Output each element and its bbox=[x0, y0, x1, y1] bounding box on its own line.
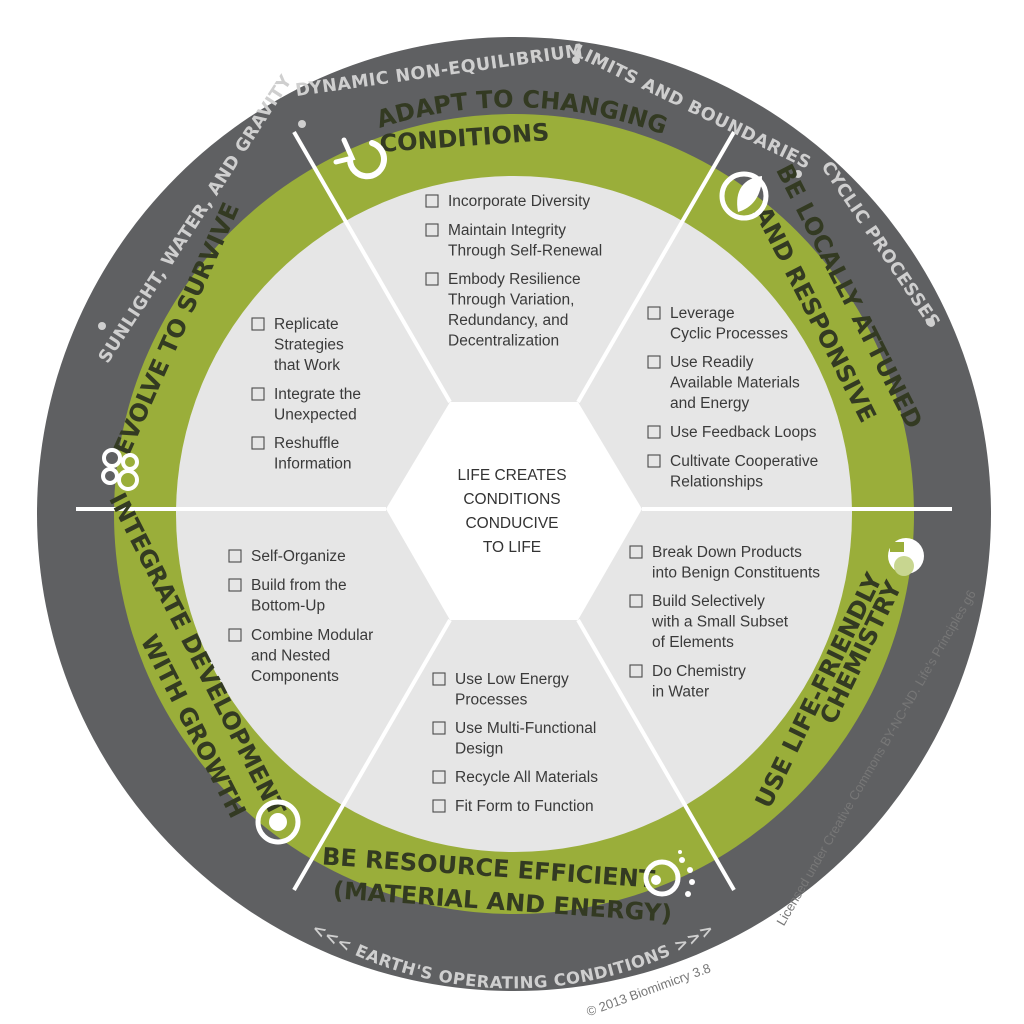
checklist-item-text: Components bbox=[251, 668, 339, 685]
checklist-item-text: Use Low Energy bbox=[455, 671, 569, 688]
checklist-item-text: Combine Modular bbox=[251, 627, 373, 644]
checklist-item-text: into Benign Constituents bbox=[652, 565, 820, 582]
checklist-item-text: Available Materials bbox=[670, 375, 800, 392]
checklist-item-text: Unexpected bbox=[274, 407, 357, 424]
checklist-item-text: Through Self-Renewal bbox=[448, 243, 602, 260]
center-line: TO LIFE bbox=[483, 539, 541, 556]
checklist-item-text: of Elements bbox=[652, 634, 734, 651]
center-line: CONDUCIVE bbox=[465, 515, 558, 532]
bubbles-icon bbox=[101, 448, 139, 491]
checklist-item-text: Incorporate Diversity bbox=[448, 193, 590, 210]
checklist-item-text: Replicate bbox=[274, 316, 339, 333]
checklist-item-text: Break Down Products bbox=[652, 544, 802, 561]
checklist-item-text: Leverage bbox=[670, 305, 735, 322]
checkbox-icon bbox=[647, 454, 661, 468]
checklist-item-text: Redundancy, and bbox=[448, 312, 568, 329]
checkbox-icon bbox=[629, 545, 643, 559]
checklist-item-text: Cyclic Processes bbox=[670, 326, 788, 343]
checklist-item-text: Embody Resilience bbox=[448, 271, 581, 288]
checkbox-icon bbox=[425, 223, 439, 237]
checklist-item-text: Relationships bbox=[670, 474, 763, 491]
checklist-item-text: Self-Organize bbox=[251, 548, 346, 565]
center-line: LIFE CREATES bbox=[457, 467, 566, 484]
separator-dot bbox=[794, 170, 802, 178]
checklist-item-text: Build from the bbox=[251, 577, 347, 594]
checklist-item-text: with a Small Subset bbox=[651, 614, 789, 631]
target-icon bbox=[255, 799, 301, 845]
checkbox-icon bbox=[629, 594, 643, 608]
checklist-item-text: Decentralization bbox=[448, 333, 559, 350]
checklist-chemistry: Break Down Products into Benign Constitue… bbox=[629, 544, 820, 701]
checkbox-icon bbox=[425, 272, 439, 286]
checklist-item-text: Do Chemistry bbox=[652, 663, 746, 680]
checklist-item-text: Strategies bbox=[274, 337, 344, 354]
checklist-item-text: Integrate the bbox=[274, 386, 361, 403]
checkbox-icon bbox=[425, 194, 439, 208]
segment-dividers bbox=[76, 130, 952, 892]
checkbox-icon bbox=[647, 425, 661, 439]
checklist-item-text: Through Variation, bbox=[448, 292, 574, 309]
checkbox-icon bbox=[251, 317, 265, 331]
checklist-item-text: and Nested bbox=[251, 648, 330, 665]
center-statement: LIFE CREATES CONDITIONS CONDUCIVE TO LIF… bbox=[457, 467, 566, 556]
checkbox-icon bbox=[228, 578, 242, 592]
checkbox-icon bbox=[629, 664, 643, 678]
separator-dot bbox=[98, 322, 106, 330]
checkbox-icon bbox=[432, 799, 446, 813]
center-line: CONDITIONS bbox=[463, 491, 560, 508]
checklist-item-text: Recycle All Materials bbox=[455, 769, 598, 786]
molecule-icon bbox=[888, 538, 924, 576]
checklist-item-text: Cultivate Cooperative bbox=[670, 453, 818, 470]
separator-dot bbox=[572, 56, 580, 64]
separator-dot bbox=[926, 318, 934, 326]
checklist-item-text: Maintain Integrity bbox=[448, 222, 566, 239]
checkbox-icon bbox=[228, 628, 242, 642]
checklist-item-text: Design bbox=[455, 741, 503, 758]
checkbox-icon bbox=[432, 672, 446, 686]
checklist-item-text: Processes bbox=[455, 692, 528, 709]
leaf-icon bbox=[719, 171, 769, 221]
checkbox-icon bbox=[432, 721, 446, 735]
checklist-item-text: Fit Form to Function bbox=[455, 798, 594, 815]
checklist-item-text: Use Multi-Functional bbox=[455, 720, 596, 737]
dotted-circle-icon bbox=[643, 850, 695, 897]
checklist-item-text: and Energy bbox=[670, 395, 750, 412]
checklist-item-text: Information bbox=[274, 456, 352, 473]
checkbox-icon bbox=[647, 355, 661, 369]
checkbox-icon bbox=[647, 306, 661, 320]
center-hexagon bbox=[386, 402, 642, 620]
separator-dot bbox=[298, 120, 306, 128]
checklist-item-text: Bottom-Up bbox=[251, 598, 325, 615]
checklist-item-text: Reshuffle bbox=[274, 435, 339, 452]
checklist-item-text: Use Feedback Loops bbox=[670, 424, 817, 441]
checkbox-icon bbox=[432, 770, 446, 784]
checklist-item-text: that Work bbox=[274, 357, 340, 374]
checklist-item-text: Use Readily bbox=[670, 354, 754, 371]
checklist-item-text: in Water bbox=[652, 684, 709, 701]
cycle-arrow-icon bbox=[333, 137, 387, 180]
checkbox-icon bbox=[228, 549, 242, 563]
checkbox-icon bbox=[251, 387, 265, 401]
checklist-item-text: Build Selectively bbox=[652, 593, 765, 610]
checkbox-icon bbox=[251, 436, 265, 450]
